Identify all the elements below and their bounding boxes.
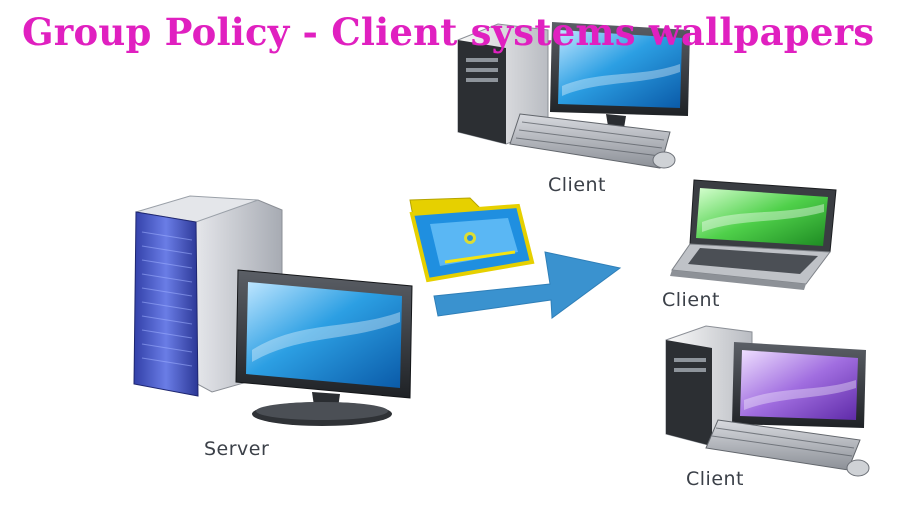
server-label: Server: [204, 438, 270, 460]
arrow-right-icon: [433, 251, 622, 319]
server-node: [133, 195, 413, 426]
client-purple-label: Client: [686, 468, 745, 490]
client-laptop-node: [670, 179, 837, 290]
folder-with-wallpaper-icon: [409, 197, 535, 283]
client-laptop-label: Client: [662, 289, 721, 311]
page-title: Group Policy - Client systems wallpapers: [22, 10, 875, 54]
client-purple-node: [665, 325, 870, 477]
client-desktop-node: [457, 22, 690, 169]
client-desktop-label: Client: [548, 174, 607, 196]
